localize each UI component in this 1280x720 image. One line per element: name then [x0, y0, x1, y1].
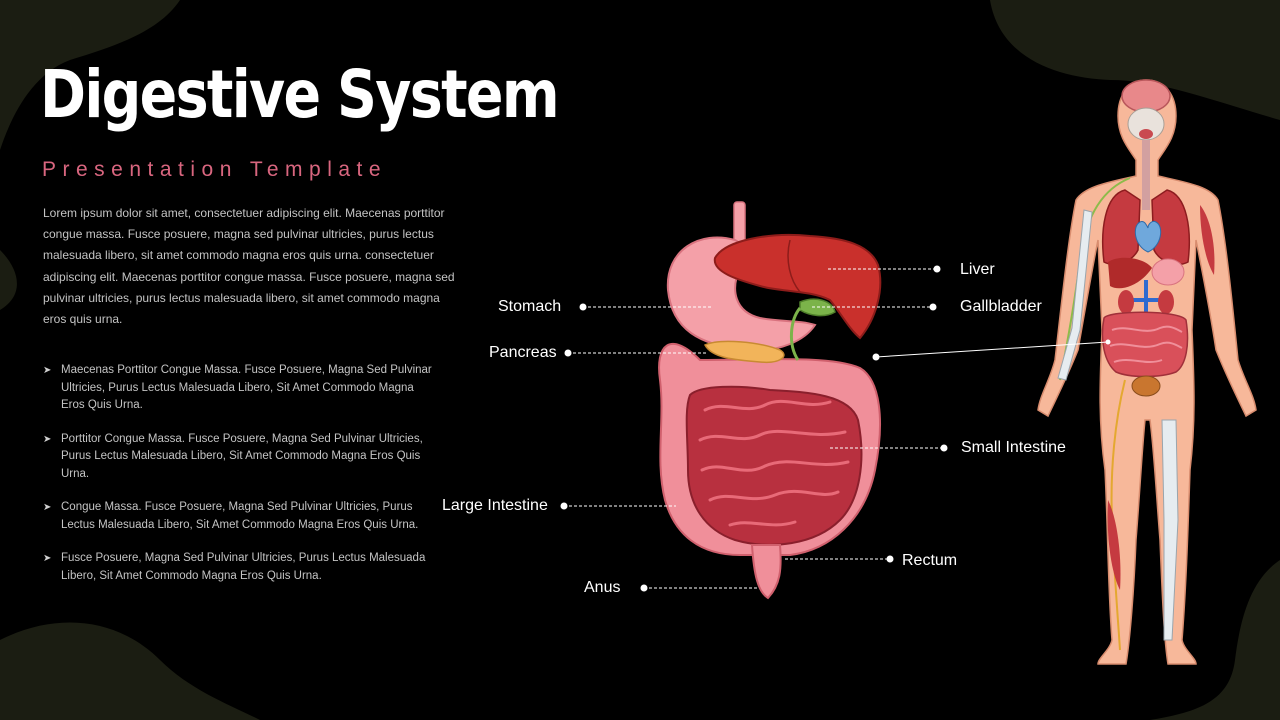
intestine-folds	[698, 400, 850, 527]
bladder	[1131, 375, 1161, 397]
leg-muscle	[1107, 500, 1121, 590]
bullet-item: ➤ Maecenas Porttitor Congue Massa. Fusce…	[43, 362, 435, 415]
dot-stomach	[579, 303, 587, 311]
dot-body-connector	[872, 353, 880, 361]
leader-dots	[560, 265, 1111, 592]
bullet-item: ➤ Porttitor Congue Massa. Fusce Posuere,…	[43, 431, 435, 484]
dot-gallbladder	[929, 303, 937, 311]
leader-body-connector	[875, 341, 1109, 358]
kidney-right	[1158, 290, 1174, 314]
intro-paragraph: Lorem ipsum dolor sit amet, consectetuer…	[43, 206, 455, 327]
liver-lobe-line	[787, 239, 801, 293]
arm-muscle	[1200, 205, 1215, 275]
arrowhead-bullet-icon: ➤	[43, 553, 52, 564]
body-stomach	[1151, 258, 1185, 286]
human-anatomy-illustration	[1037, 79, 1257, 665]
heart	[1134, 221, 1162, 253]
bile-duct	[790, 307, 802, 361]
body-liver	[1108, 257, 1152, 289]
bullet-item: ➤ Congue Massa. Fusce Posuere, Magna Sed…	[43, 499, 435, 534]
body-intestine-folds	[1109, 325, 1183, 363]
blob-top-left	[0, 0, 180, 150]
arrowhead-bullet-icon: ➤	[43, 365, 52, 376]
label-pancreas: Pancreas	[489, 344, 557, 361]
dot-anus	[640, 584, 648, 592]
leg-bone	[1161, 419, 1179, 641]
bullet-item: ➤ Fusce Posuere, Magna Sed Pulvinar Ultr…	[43, 550, 435, 585]
bullet-text: Porttitor Congue Massa. Fusce Posuere, M…	[61, 432, 423, 480]
label-anus: Anus	[584, 579, 621, 596]
label-stomach: Stomach	[498, 298, 562, 315]
dot-body-target	[1105, 339, 1111, 345]
blob-top-right	[990, 0, 1280, 120]
blob-bottom-left	[0, 622, 260, 720]
dot-pancreas	[564, 349, 572, 357]
blob-bottom-right	[1150, 560, 1280, 720]
label-liver: Liver	[960, 261, 995, 278]
dot-small-intestine	[940, 444, 948, 452]
digestive-organs-illustration	[658, 201, 882, 600]
dot-rectum	[886, 555, 894, 563]
arrowhead-bullet-icon: ➤	[43, 502, 52, 513]
bullet-text: Maecenas Porttitor Congue Massa. Fusce P…	[61, 364, 432, 411]
mouth	[1139, 129, 1153, 139]
pancreas	[703, 340, 785, 364]
page-title: Digestive System	[40, 56, 560, 133]
dot-liver	[933, 265, 941, 273]
spine	[1142, 140, 1150, 210]
bullet-list: ➤ Maecenas Porttitor Congue Massa. Fusce…	[43, 362, 435, 601]
label-rectum: Rectum	[902, 552, 958, 569]
liver	[713, 233, 882, 340]
blob-left	[0, 250, 17, 310]
rectum	[750, 544, 782, 600]
kidney-left	[1118, 290, 1134, 314]
bullet-text: Fusce Posuere, Magna Sed Pulvinar Ultric…	[61, 552, 426, 582]
label-large-intestine: Large Intestine	[442, 497, 548, 514]
small-intestine	[685, 385, 863, 546]
leader-lines	[564, 268, 1109, 589]
dot-large-intestine	[560, 502, 568, 510]
arrowhead-bullet-icon: ➤	[43, 433, 52, 445]
arm-bone	[1057, 209, 1093, 381]
page-subtitle: Presentation Template	[42, 158, 388, 181]
brain	[1121, 79, 1171, 113]
lungs	[1101, 189, 1191, 266]
bullet-text: Congue Massa. Fusce Posuere, Magna Sed P…	[61, 501, 419, 531]
label-small-intestine: Small Intestine	[961, 439, 1066, 456]
label-gallbladder: Gallbladder	[960, 298, 1042, 315]
